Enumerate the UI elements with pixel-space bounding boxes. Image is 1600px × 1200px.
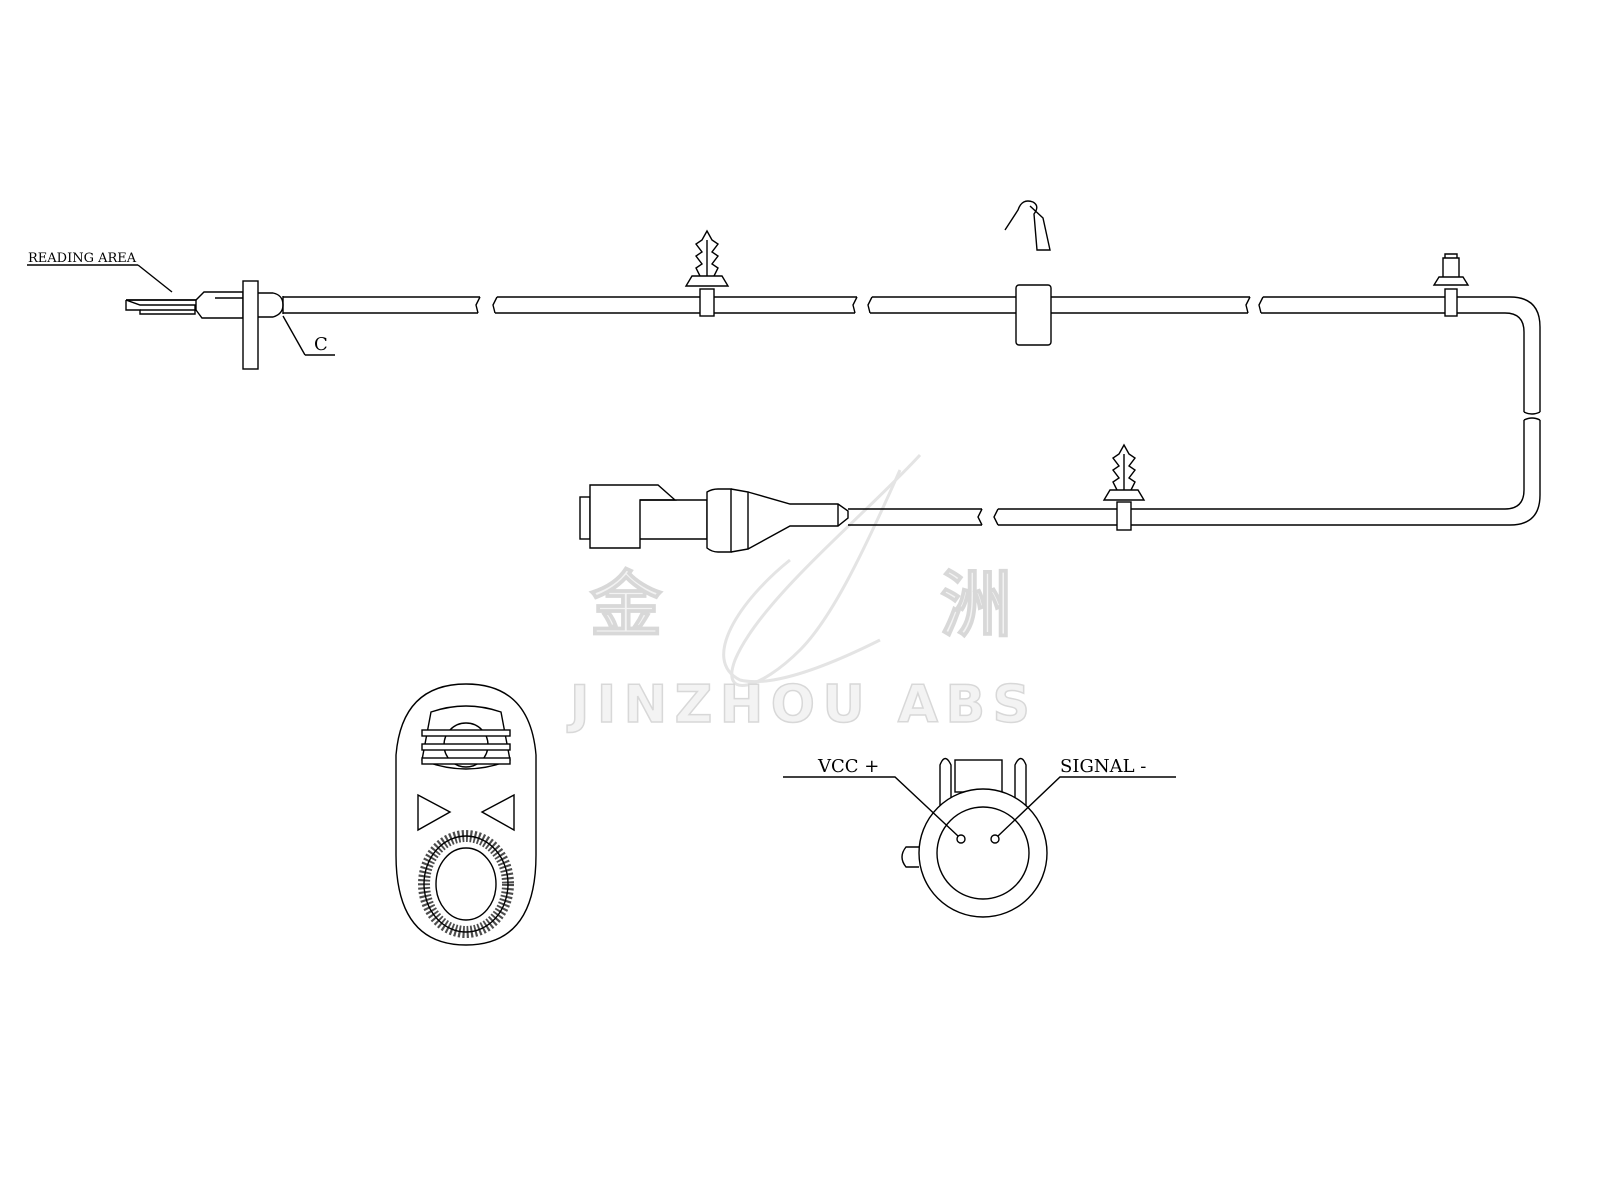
signal-label: SIGNAL - xyxy=(1060,756,1146,777)
cable xyxy=(283,296,1541,526)
watermark-brand: JINZHOU ABS xyxy=(567,675,1030,735)
sensor-end-view xyxy=(395,683,537,946)
reading-area-label: READING AREA xyxy=(28,251,137,266)
watermark-swoosh xyxy=(722,558,881,683)
spring-clip xyxy=(1004,200,1052,346)
watermark-logo xyxy=(730,453,922,687)
watermark-char-right: 洲 xyxy=(940,563,1012,647)
watermark-char-left: 金 xyxy=(589,563,663,647)
reading-area-callout: READING AREA xyxy=(27,251,173,293)
c-callout: C xyxy=(282,315,335,356)
small-clip xyxy=(1432,253,1470,317)
watermark: 金 洲 JINZHOU ABS xyxy=(566,453,1031,736)
connector xyxy=(579,484,852,553)
c-label: C xyxy=(314,334,328,355)
push-pin-clip-2 xyxy=(1102,443,1146,531)
push-pin-clip-1 xyxy=(684,229,730,317)
sensor-head xyxy=(125,280,284,370)
connector-face-view: VCC + SIGNAL - xyxy=(783,756,1176,918)
vcc-label: VCC + xyxy=(817,756,879,777)
sensor-flange xyxy=(242,280,259,370)
